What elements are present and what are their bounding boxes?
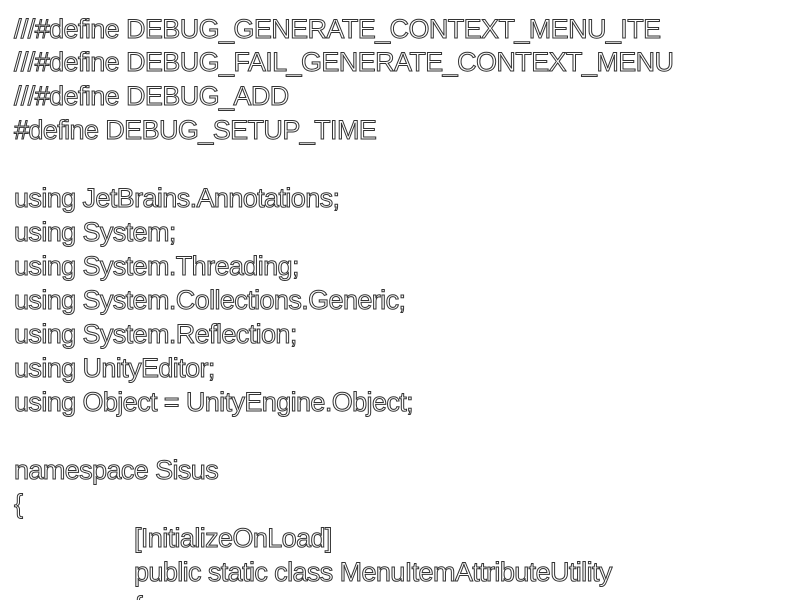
code-line-define-debug-add: ///#define DEBUG_ADD	[14, 81, 290, 112]
code-line-define-debug-fail-generate: ///#define DEBUG_FAIL_GENERATE_CONTEXT_M…	[13, 47, 674, 78]
code-line-using-object-alias: using Object = UnityEngine.Object;	[13, 387, 414, 418]
code-line-initialize-on-load-attribute: [InitializeOnLoad]	[134, 523, 333, 554]
code-line-namespace-sisus: namespace Sisus	[13, 455, 219, 486]
code-line-class-open-brace: {	[133, 589, 143, 600]
code-line-using-system: using System;	[14, 217, 177, 248]
code-line-define-debug-generate-context-menu: ///#define DEBUG_GENERATE_CONTEXT_MENU_I…	[14, 14, 662, 45]
code-line-namespace-open-brace: {	[13, 489, 23, 520]
code-line-using-jetbrains-annotations: using JetBrains.Annotations;	[13, 183, 340, 214]
code-line-using-system-reflection: using System.Reflection;	[14, 319, 298, 350]
code-line-using-system-collections-generic: using System.Collections.Generic;	[13, 285, 406, 316]
code-line-class-declaration: public static class MenuItemAttributeUti…	[134, 557, 613, 588]
code-line-using-system-threading: using System.Threading;	[14, 251, 300, 282]
code-line-define-debug-setup-time: #define DEBUG_SETUP_TIME	[13, 115, 377, 146]
code-line-using-unityeditor: using UnityEditor;	[14, 353, 216, 384]
